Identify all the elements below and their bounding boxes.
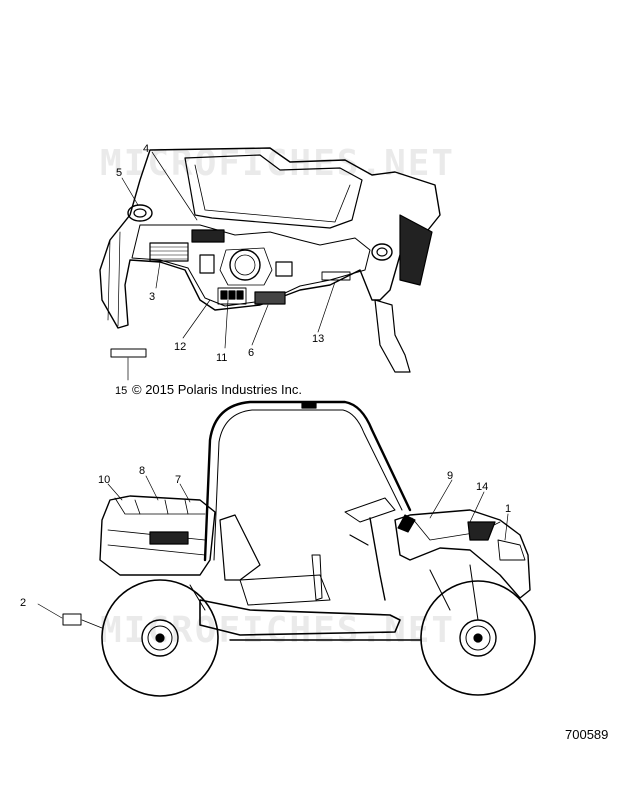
callout-10: 10 (98, 474, 111, 486)
callout-4: 4 (143, 143, 150, 155)
callout-1: 1 (505, 503, 512, 515)
switch-panel (217, 287, 247, 305)
left-speaker (127, 204, 153, 222)
callout-13: 13 (312, 333, 325, 345)
callout-3: 3 (149, 291, 156, 303)
callout-9: 9 (447, 470, 454, 482)
callout-12: 12 (174, 341, 187, 353)
callout-11: 11 (216, 352, 228, 364)
callout-7: 7 (175, 474, 182, 486)
front-hood (394, 509, 531, 599)
right-speaker (371, 243, 393, 261)
cage-badge (301, 401, 317, 409)
callout-15: 15 (115, 385, 128, 397)
gauge-pod (229, 249, 261, 281)
front-wheel (420, 580, 536, 696)
decal-15 (110, 348, 147, 358)
rear-wheel (101, 579, 219, 697)
dashboard-assembly (99, 147, 441, 381)
seat (219, 514, 261, 581)
left-vent-grille (149, 242, 189, 262)
copyright-notice: © 2015 Polaris Industries Inc. (132, 382, 302, 397)
decal-13 (321, 271, 351, 281)
callout-14: 14 (476, 481, 489, 493)
callout-8: 8 (139, 465, 146, 477)
callout-5: 5 (116, 167, 123, 179)
figure-number: 700589 (565, 727, 609, 742)
decal-2 (62, 613, 82, 626)
cargo-box (99, 495, 216, 576)
callout-2: 2 (20, 597, 27, 609)
vehicle-side-view (37, 400, 536, 697)
callout-6: 6 (248, 347, 255, 359)
